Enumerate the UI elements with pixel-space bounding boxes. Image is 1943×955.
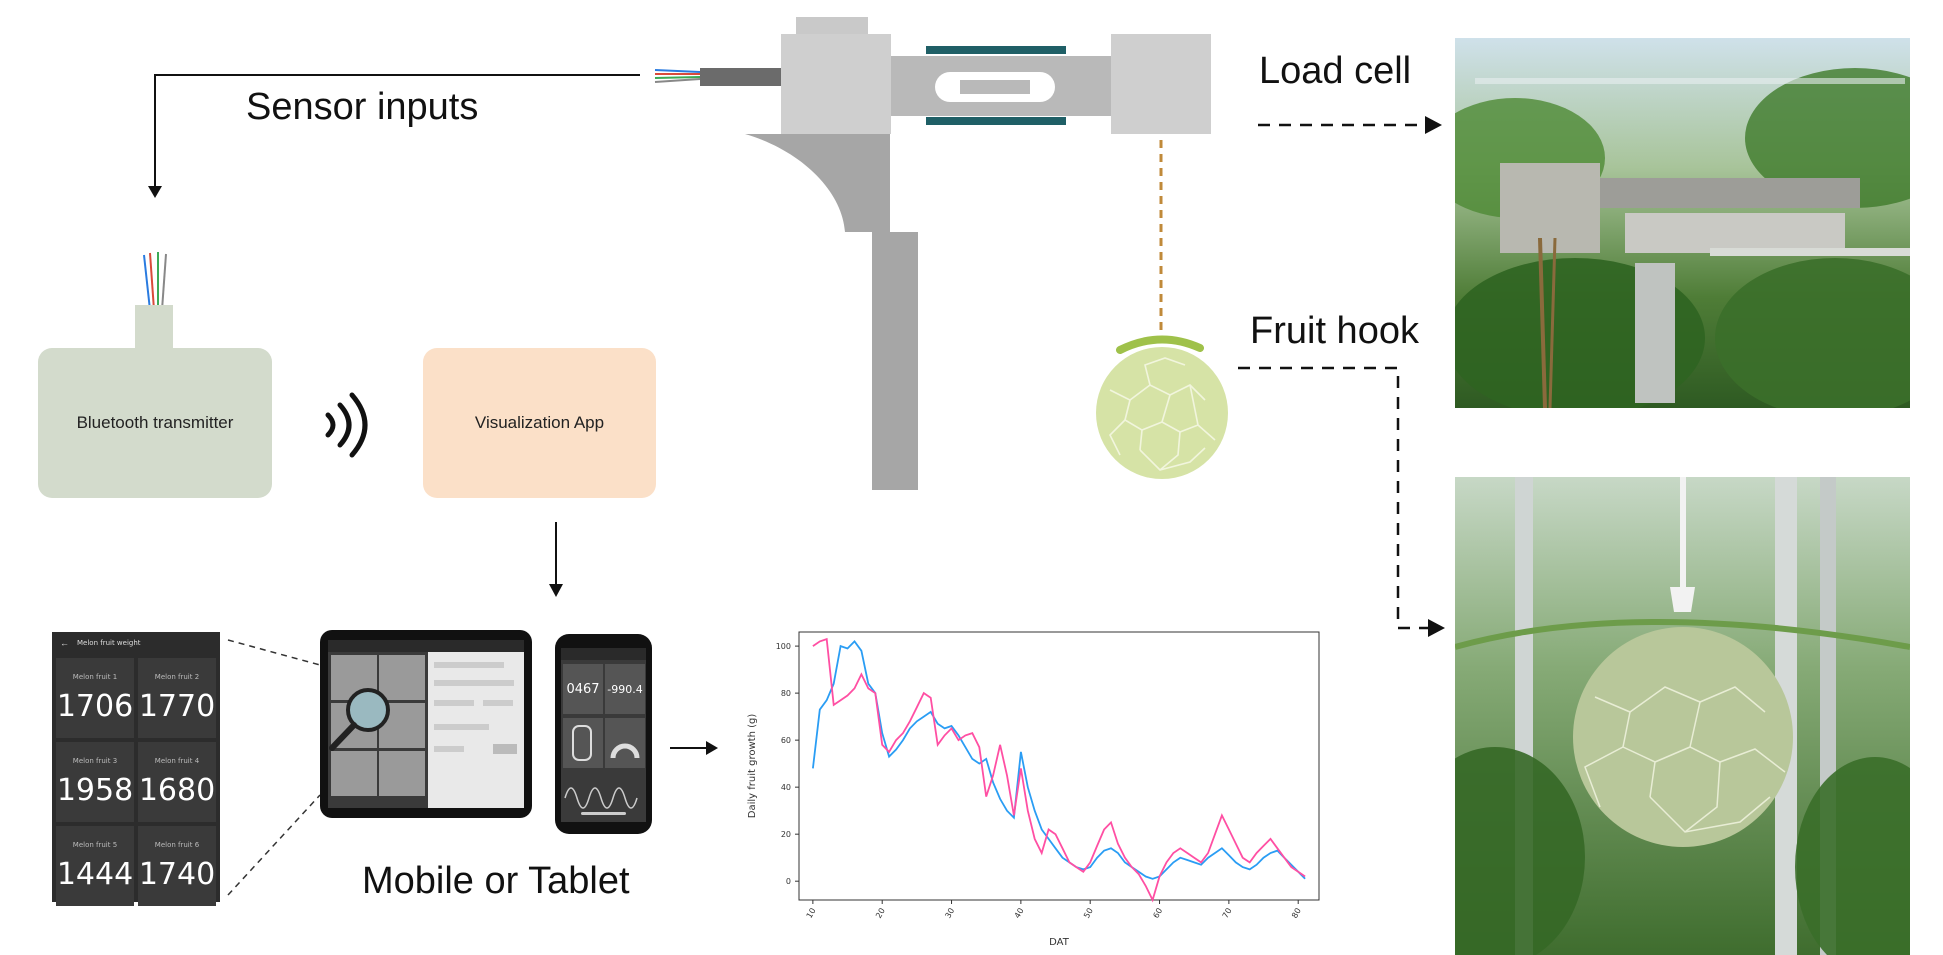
visualization-app-label: Visualization App — [474, 413, 605, 432]
sensor-inputs-label: Sensor inputs — [246, 86, 479, 128]
back-arrow-icon[interactable]: ← — [60, 638, 69, 648]
series-line-1 — [812, 640, 1306, 880]
tile-value: 1740 — [138, 856, 216, 892]
fruit-hook-photo — [1455, 477, 1910, 955]
tile-value: 1680 — [138, 772, 216, 808]
bluetooth-transmitter-label: Bluetooth transmitter — [76, 413, 234, 432]
y-tick-label: 100 — [776, 642, 791, 651]
y-axis-label: Daily fruit growth (g) — [747, 714, 758, 819]
panel-title: Melon fruit weight — [77, 639, 141, 647]
daily-fruit-growth-chart: Daily fruit growth (g) DAT 020406080100 … — [747, 631, 1320, 948]
weight-tile[interactable]: Melon fruit 1 1706 — [56, 658, 134, 738]
tablet-device — [320, 630, 532, 818]
bluetooth-transmitter-box: Bluetooth transmitter — [38, 348, 272, 498]
x-tick-label: 20 — [874, 907, 887, 920]
tile-value: 1444 — [56, 856, 134, 892]
tile-value: 1706 — [56, 688, 134, 724]
panel-header: ← Melon fruit weight — [52, 632, 220, 654]
x-tick-label: 50 — [1082, 907, 1095, 920]
weight-tile[interactable]: Melon fruit 2 1770 — [138, 658, 216, 738]
tile-caption: Melon fruit 5 — [72, 840, 118, 849]
mobile-or-tablet-label: Mobile or Tablet — [362, 860, 630, 902]
phone-readout: 0467 — [566, 681, 600, 697]
weight-tile[interactable]: Melon fruit 5 1444 — [56, 826, 134, 906]
wireless-signal-icon — [325, 392, 368, 458]
weight-tile[interactable]: Melon fruit 6 1740 — [138, 826, 216, 906]
app-weight-panel: ← Melon fruit weight Melon fruit 1 1706 … — [52, 632, 220, 906]
x-axis-label: DAT — [1049, 937, 1070, 948]
tile-caption: Melon fruit 3 — [72, 756, 118, 765]
y-tick-label: 20 — [781, 830, 791, 839]
load-cell-label: Load cell — [1259, 50, 1412, 92]
visualization-app-box: Visualization App — [423, 348, 656, 498]
tile-value: 1770 — [138, 688, 216, 724]
series-line-2 — [812, 637, 1306, 903]
x-tick-label: 80 — [1290, 907, 1303, 920]
y-tick-label: 60 — [781, 736, 791, 745]
load-cell-photo — [1455, 38, 1910, 408]
sensor-wires-top — [654, 69, 701, 83]
magnifier-icon — [329, 688, 390, 751]
tile-value: 1958 — [56, 772, 134, 808]
tile-caption: Melon fruit 2 — [154, 672, 200, 681]
fruit-hook-label: Fruit hook — [1250, 310, 1419, 352]
tile-caption: Melon fruit 1 — [72, 672, 118, 681]
y-tick-label: 40 — [781, 783, 791, 792]
y-tick-label: 80 — [781, 689, 791, 698]
phone-readout: -990.4 — [607, 682, 643, 696]
tile-caption: Melon fruit 6 — [154, 840, 200, 849]
x-tick-label: 10 — [805, 907, 818, 920]
phone-device: 0467 -990.4 — [555, 634, 652, 834]
phone-screen: 0467 -990.4 — [561, 648, 646, 822]
chart-frame — [798, 631, 1320, 901]
y-tick-label: 0 — [786, 877, 791, 886]
x-tick-label: 30 — [943, 907, 956, 920]
x-tick-label: 70 — [1221, 907, 1234, 920]
tile-caption: Melon fruit 4 — [154, 756, 200, 765]
x-tick-label: 60 — [1151, 907, 1164, 920]
weight-tile[interactable]: Melon fruit 3 1958 — [56, 742, 134, 822]
melon-illustration — [1096, 335, 1228, 479]
x-tick-label: 40 — [1013, 907, 1026, 920]
weight-tile[interactable]: Melon fruit 4 1680 — [138, 742, 216, 822]
